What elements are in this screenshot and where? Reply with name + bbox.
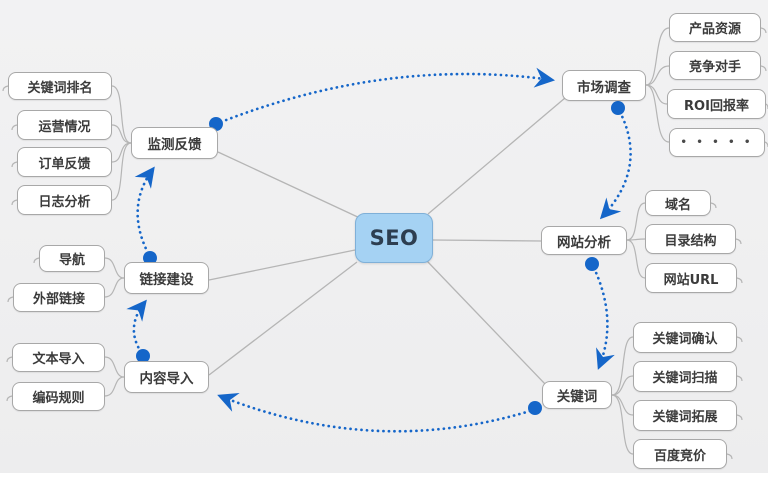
- brace-market-child-1: [645, 27, 670, 86]
- brace-market-child-4: [645, 84, 670, 143]
- child-site-url[interactable]: 网站URL: [645, 263, 737, 293]
- child-competitors[interactable]: 竞争对手: [669, 51, 761, 80]
- brace-keywords-child-3: [611, 394, 634, 416]
- child-keyword-confirm[interactable]: 关键词确认: [633, 322, 737, 353]
- brace-content-child-1: [104, 356, 125, 378]
- child-encoding-rules[interactable]: 编码规则: [12, 382, 105, 411]
- child-baidu-bidding[interactable]: 百度竞价: [633, 439, 727, 469]
- flow-dot-link-building: [143, 251, 157, 265]
- stub: [736, 375, 743, 382]
- edge-seo-site-analysis: [432, 239, 542, 242]
- child-log-analysis[interactable]: 日志分析: [17, 185, 112, 215]
- brace-link-child-2: [104, 277, 125, 298]
- stub: [6, 395, 13, 402]
- child-product-resources[interactable]: 产品资源: [669, 13, 761, 42]
- brace-monitoring-child-3: [111, 142, 132, 163]
- brace-site-child-1: [626, 202, 646, 241]
- child-domain-name[interactable]: 域名: [645, 190, 711, 216]
- brace-market-child-3: [645, 84, 668, 105]
- stub: [736, 277, 743, 284]
- stub: [7, 296, 14, 303]
- child-keyword-ranking[interactable]: 关键词排名: [8, 72, 112, 100]
- flow-dot-layer: [136, 101, 625, 415]
- branch-market-research[interactable]: 市场调查: [562, 70, 646, 101]
- edge-seo-content-import: [208, 261, 358, 376]
- brace-content-child-2: [104, 376, 125, 397]
- flow-dot-content-import: [136, 349, 150, 363]
- stub: [11, 124, 18, 131]
- stub: [33, 257, 40, 264]
- stub: [11, 199, 18, 206]
- branch-keywords[interactable]: 关键词: [542, 381, 612, 409]
- flow-dot-market: [611, 101, 625, 115]
- stub: [2, 85, 9, 92]
- stub: [710, 202, 717, 209]
- flow-dot-site-analysis: [585, 257, 599, 271]
- stub: [6, 356, 13, 363]
- stub: [760, 27, 767, 34]
- child-order-feedback[interactable]: 订单反馈: [17, 147, 112, 177]
- child-directory-structure[interactable]: 目录结构: [645, 224, 736, 254]
- flow-arrow-monitoring-to-market: [219, 67, 556, 124]
- flow-arrow-layer: [126, 67, 632, 433]
- branch-content-import[interactable]: 内容导入: [124, 361, 209, 393]
- brace-market-child-2: [645, 65, 670, 86]
- flow-arrow-content-to-link: [126, 299, 147, 354]
- child-more-ellipsis[interactable]: • • • • •: [669, 128, 765, 157]
- brace-monitoring-child-4: [111, 142, 132, 201]
- brace-keywords-child-4: [611, 394, 634, 455]
- child-keyword-scan[interactable]: 关键词扫描: [633, 361, 737, 392]
- child-text-import[interactable]: 文本导入: [12, 343, 105, 372]
- brace-keywords-child-2: [611, 375, 634, 396]
- flow-arrow-market-to-site: [599, 110, 632, 220]
- stub: [760, 65, 767, 72]
- child-navigation[interactable]: 导航: [39, 245, 105, 272]
- brace-site-child-3: [626, 239, 646, 279]
- brace-monitoring-child-2: [111, 124, 132, 144]
- stub: [11, 161, 18, 168]
- child-roi-rate[interactable]: ROI回报率: [667, 89, 766, 119]
- flow-arrow-link-to-monitoring: [134, 166, 155, 255]
- flow-arrow-site-to-keywords: [592, 266, 615, 370]
- brace-monitoring-child-1: [111, 85, 132, 144]
- brace-link-child-1: [104, 257, 125, 279]
- edge-seo-market-research: [427, 97, 566, 215]
- flow-dot-keywords: [528, 401, 542, 415]
- edge-seo-monitoring-feedback: [217, 151, 363, 220]
- center-node-seo[interactable]: SEO: [355, 213, 433, 263]
- stub: [735, 238, 742, 245]
- edge-seo-keywords: [426, 260, 547, 386]
- branch-site-analysis[interactable]: 网站分析: [541, 226, 627, 255]
- stub: [736, 414, 743, 421]
- stub: [736, 336, 743, 343]
- brace-keywords-child-1: [611, 336, 634, 396]
- child-external-links[interactable]: 外部链接: [13, 283, 105, 312]
- seo-branch-edges: [208, 97, 566, 386]
- child-keyword-expand[interactable]: 关键词拓展: [633, 400, 737, 431]
- edge-seo-link-building: [208, 249, 356, 281]
- branch-link-building[interactable]: 链接建设: [124, 262, 209, 294]
- branch-monitoring-feedback[interactable]: 监测反馈: [131, 127, 218, 159]
- stub: [726, 453, 733, 460]
- flow-arrow-keywords-to-content: [217, 392, 532, 433]
- child-operation-status[interactable]: 运营情况: [17, 110, 112, 140]
